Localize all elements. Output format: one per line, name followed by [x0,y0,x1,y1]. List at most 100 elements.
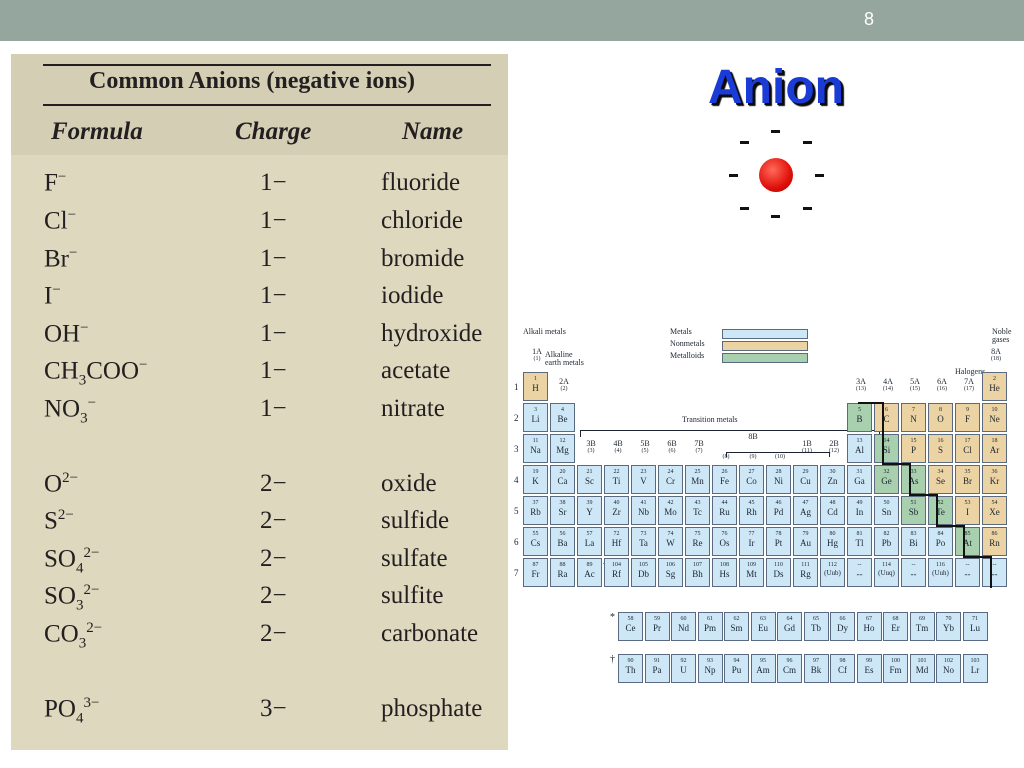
table-row: Cl−1−chloride [11,207,508,243]
legend-swatch [722,329,808,339]
table-row: O2−2−oxide [11,470,508,506]
legend-swatch [722,353,808,363]
period-number: 2 [514,413,519,423]
period-number: 3 [514,444,519,454]
electron-dash [771,215,780,218]
formula-superscript: − [52,282,61,298]
electron-dash [771,130,780,133]
group-label: 7B(7) [694,439,704,455]
electron-dash [740,141,749,144]
name-header: Name [402,118,464,145]
electron-dash [803,141,812,144]
table-header: Common Anions (negative ions) Formula Ch… [11,54,508,155]
charge-cell: 2− [260,507,287,534]
charge-cell: 3− [260,695,287,722]
formula-superscript: 2− [83,545,100,561]
formula-subscript: 3 [75,597,84,614]
name-cell: acetate [381,357,451,384]
group-label: 2A(2) [559,377,569,393]
name-cell: sulfide [381,507,450,534]
formula-cell: Br− [44,245,78,273]
group-label: 4A(14) [883,377,893,393]
table-row: F−1−fluoride [11,169,508,205]
charge-cell: 1− [260,320,287,347]
formula-cell: Cl− [44,207,77,235]
group-8b-bracket [726,452,830,457]
group-label: 5A(15) [910,377,920,393]
formula-superscript: − [69,245,78,261]
name-cell: phosphate [381,695,483,722]
alkali-metals-label: Alkali metals [523,327,566,336]
transition-metals-label: Transition metals [682,415,738,424]
name-cell: sulfite [381,582,444,609]
charge-cell: 1− [260,169,287,196]
formula-superscript: − [80,320,89,336]
table-row: PO43−3−phosphate [11,695,508,731]
metal-line [909,494,937,496]
formula-cell: OH− [44,320,89,348]
table-row: SO42−2−sulfate [11,545,508,581]
electron-dash [803,207,812,210]
formula-subscript: 3 [78,635,87,652]
charge-cell: 1− [260,245,287,272]
formula-cell: I− [44,282,61,310]
actinide-row-marker: † [610,654,615,665]
metal-line [909,463,911,495]
element-cell: ---- [901,558,926,587]
group-label: 5B(5) [640,439,650,455]
charge-cell: 2− [260,470,287,497]
formula-subscript: 4 [75,710,84,727]
legend-label: Metals [670,327,692,336]
period-number: 7 [514,568,519,578]
metal-line [936,494,938,526]
group-label: 8A(18) [991,347,1001,363]
group-label: 8B [748,432,758,441]
periodic-table: Alkali metals Alkaline earth metals Tran… [510,320,1024,740]
